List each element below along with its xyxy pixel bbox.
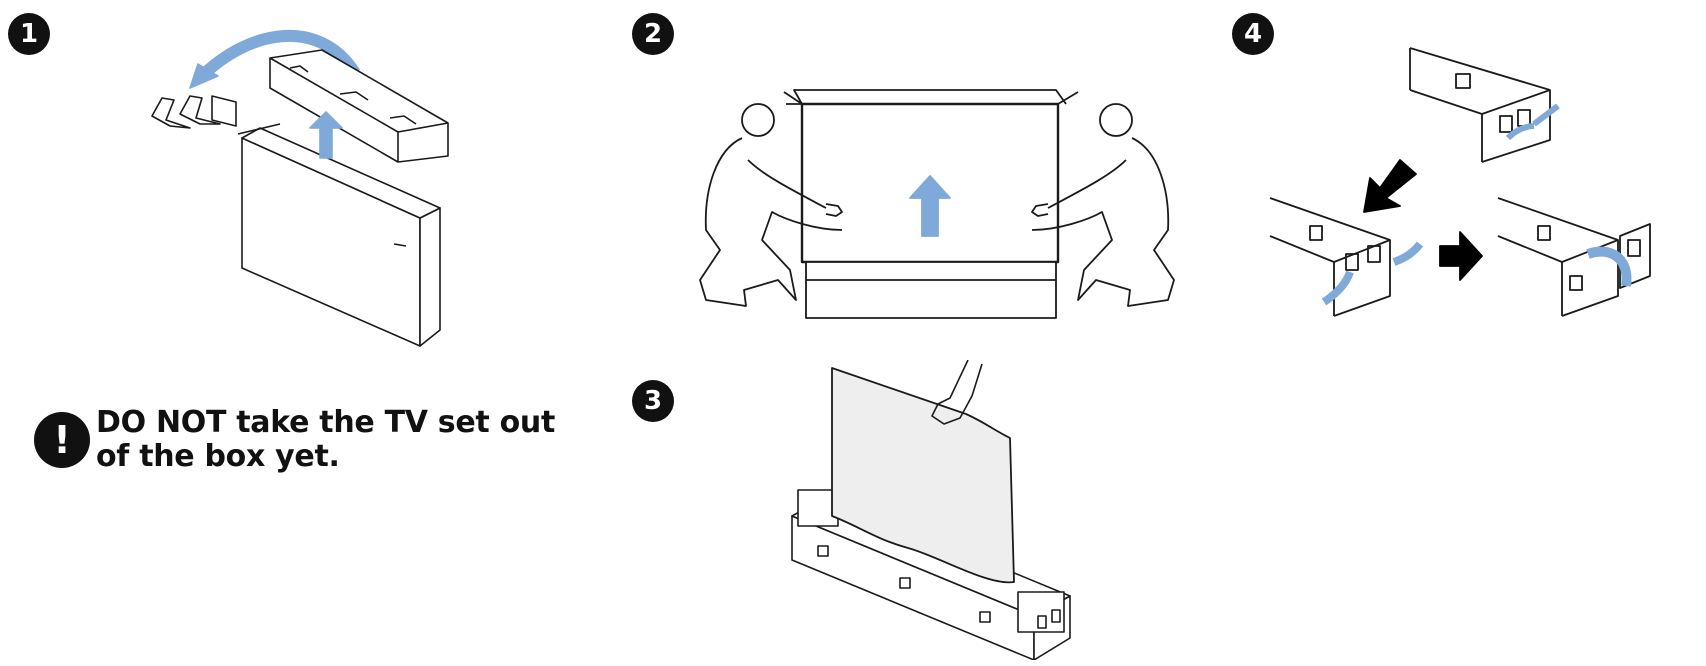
packing-lid	[269, 49, 449, 163]
curved-arrow-icon	[195, 29, 361, 83]
person-left	[699, 103, 843, 307]
warning-block: ! DO NOT take the TV set out of the box …	[30, 406, 555, 486]
tv-panel	[831, 367, 1015, 584]
up-arrow-icon	[909, 175, 951, 237]
corner-piece-bottom-left	[1269, 197, 1424, 317]
right-arrow-icon	[1439, 231, 1483, 281]
step-1-badge: 1	[8, 13, 50, 55]
step-1-illustration	[151, 29, 449, 347]
warning-text: DO NOT take the TV set out of the box ye…	[96, 405, 556, 474]
corner-foam-right	[1017, 591, 1065, 633]
person-right	[1031, 103, 1175, 307]
corner-piece-top	[1409, 47, 1560, 163]
step-2-illustration	[699, 89, 1175, 319]
down-left-arrow-icon	[1363, 159, 1417, 213]
step-4-illustration	[1269, 47, 1651, 317]
step-3-illustration	[791, 360, 1071, 660]
corner-piece-bottom-right	[1497, 197, 1651, 317]
accessory-box	[211, 95, 237, 127]
up-arrow-icon	[309, 111, 343, 159]
carton-base	[805, 261, 1057, 319]
exclamation-icon: !	[34, 412, 90, 468]
step-3-badge: 3	[632, 380, 674, 422]
stand-feet	[151, 95, 221, 129]
hand	[931, 360, 983, 425]
step-4-badge: 4	[1232, 13, 1274, 55]
step-2-badge: 2	[632, 13, 674, 55]
